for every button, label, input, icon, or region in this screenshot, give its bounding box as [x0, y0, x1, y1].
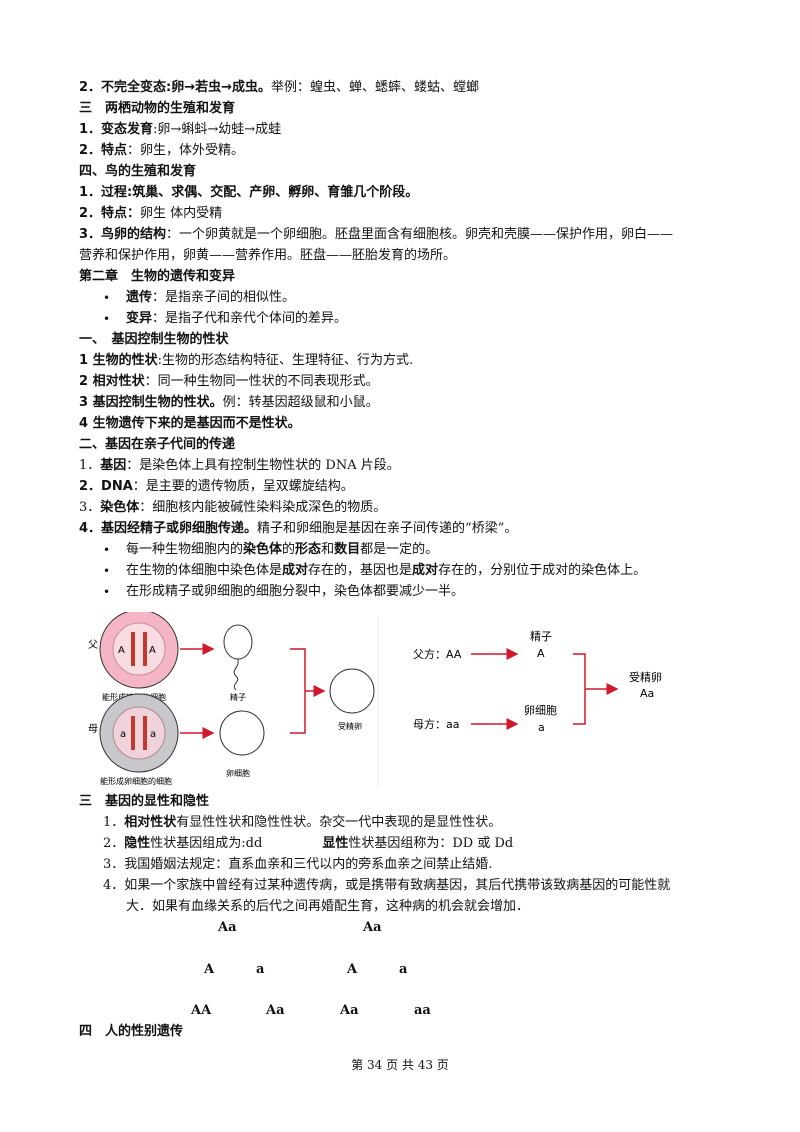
section-title: 四、鸟的生殖和发育: [79, 164, 197, 179]
chromosome: [143, 716, 147, 750]
egg-cell: [219, 710, 265, 756]
text-line: 4 生物遗传下来的是基因而不是性状。: [79, 416, 301, 431]
text-line: 2．DNA：是主要的遗传物质，呈双螺旋结构。: [79, 479, 354, 494]
gamete: a: [399, 962, 408, 977]
zygote-caption: 受精卵: [338, 721, 362, 731]
section-title: 三 两栖动物的生殖和发育: [79, 101, 236, 116]
bullet: •: [103, 564, 111, 578]
father-nucleus: [112, 622, 166, 676]
text-line: 营养和保护作用，卵黄——营养作用。胚盘——胚胎发育的场所。: [79, 248, 457, 263]
offspring-genotype: aa: [414, 1003, 431, 1018]
gene-label: a: [150, 729, 156, 740]
sperm-head: [223, 624, 253, 660]
text-line: 1．变态发育:卵→蝌蚪→幼蛙→成蛙: [79, 122, 282, 137]
father-label: 父: [88, 639, 98, 651]
offspring-genotype: Aa: [340, 1003, 359, 1018]
text-line: 4．基因经精子或卵细胞传递。精子和卵细胞是基因在亲子间传递的“桥梁”。: [79, 521, 518, 536]
text-line: 3 基因控制生物的性状。例：转基因超级鼠和小鼠。: [79, 395, 379, 410]
text-line: 遗传：是指亲子间的相似性。: [126, 290, 296, 305]
mother-label: 母: [88, 723, 98, 735]
zygote-label: 受精卵: [629, 671, 662, 684]
section-title: 一、 基因控制生物的性状: [79, 332, 229, 347]
text-line: 每一种生物细胞内的染色体的形态和数目都是一定的。: [126, 542, 439, 557]
parent-genotype: Aa: [363, 920, 382, 935]
text-line: 1．过程:筑巢、求偶、交配、产卵、孵卵、育雏几个阶段。: [79, 185, 419, 200]
text-line: 2．特点：卵生，体外受精。: [79, 143, 245, 158]
gene-transmission-illustration: 父 A A 能形成精子的细胞 精子 母 a a 能形成卵细胞的细胞 卵细胞 受精…: [88, 612, 379, 788]
genotype-flow-diagram: 父方：AA 精子 A 母方：aa 卵细胞 a 受精卵 Aa: [413, 630, 662, 734]
chromosome: [143, 632, 147, 666]
parent-genotype: Aa: [218, 920, 237, 935]
chromosome: [131, 632, 135, 666]
text-line: 1 生物的性状:生物的形态结构特征、生理特征、行为方式.: [79, 353, 414, 368]
page-footer: 第 34 页 共 43 页: [351, 1058, 449, 1072]
bullet: •: [103, 585, 111, 599]
merge-bracket: [573, 653, 586, 725]
bullet: •: [103, 312, 111, 326]
sperm-label: 精子: [530, 630, 552, 643]
text-line: 大．如果有血缘关系的后代之间再婚配生育，这种病的机会就会增加．: [126, 899, 530, 914]
gamete: a: [256, 962, 265, 977]
bullet: •: [103, 291, 111, 305]
sperm-gene: A: [537, 647, 545, 660]
text-line: 3．染色体：细胞核内能被碱性染料染成深色的物质。: [79, 500, 387, 515]
father-genotype-label: 父方：AA: [413, 647, 462, 661]
text-line: 3．我国婚姻法规定：直系血亲和三代以内的旁系血亲之间禁止结婚.: [103, 857, 493, 872]
text-line: 1．相对性状有显性性状和隐性性状。杂交一代中表现的是显性性状。: [103, 815, 502, 830]
egg-caption: 卵细胞: [226, 768, 250, 778]
gamete: A: [204, 962, 215, 977]
sperm-caption: 精子: [230, 692, 246, 702]
zygote-gene: Aa: [640, 687, 654, 700]
chromosome: [131, 716, 135, 750]
section-title: 二、基因在亲子代间的传递: [79, 437, 236, 452]
gamete: A: [347, 962, 358, 977]
merge-bracket: [290, 648, 306, 734]
zygote-cell: [329, 668, 375, 714]
text-line: 2 相对性状：同一种生物同一性状的不同表现形式。: [79, 374, 379, 389]
text-line: 在生物的体细胞中染色体是成对存在的，基因也是成对存在的，分别位于成对的染色体上。: [126, 563, 647, 578]
text-line: 3．鸟卵的结构：一个卵黄就是一个卵细胞。胚盘里面含有细胞核。卵壳和壳膜——保护作…: [79, 227, 674, 242]
chapter-title: 第二章 生物的遗传和变异: [79, 269, 236, 284]
text-line: 2．特点：卵生 体内受精: [79, 206, 223, 221]
egg-label: 卵细胞: [524, 704, 557, 717]
offspring-genotype: AA: [191, 1003, 212, 1018]
text-line: 在形成精子或卵细胞的细胞分裂中，染色体都要减少一半。: [126, 584, 465, 599]
text-line: 2．不完全变态:卵→若虫→成虫。举例：蝗虫、蝉、蟋蟀、蝼蛄、螳螂: [79, 80, 480, 95]
sperm-tail: [233, 658, 239, 691]
section-title: 四 人的性别遗传: [79, 1024, 184, 1039]
egg-gene: a: [538, 721, 545, 734]
mother-nucleus: [112, 706, 166, 760]
section-title: 三 基因的显性和隐性: [79, 794, 210, 809]
gene-label: A: [149, 645, 156, 656]
gene-label: A: [118, 645, 125, 656]
text-line: 4．如果一个家族中曾经有过某种遗传病，或是携带有致病基因，其后代携带该致病基因的…: [103, 878, 671, 893]
mother-genotype-label: 母方：aa: [413, 717, 459, 731]
gene-label: a: [120, 729, 126, 740]
text-line: 1．基因：是染色体上具有控制生物性状的 DNA 片段。: [79, 458, 400, 473]
cell-caption: 能形成卵细胞的细胞: [100, 776, 172, 786]
bullet: •: [103, 543, 111, 557]
text-line: 变异：是指子代和亲代个体间的差异。: [126, 311, 348, 326]
offspring-genotype: Aa: [266, 1003, 285, 1018]
